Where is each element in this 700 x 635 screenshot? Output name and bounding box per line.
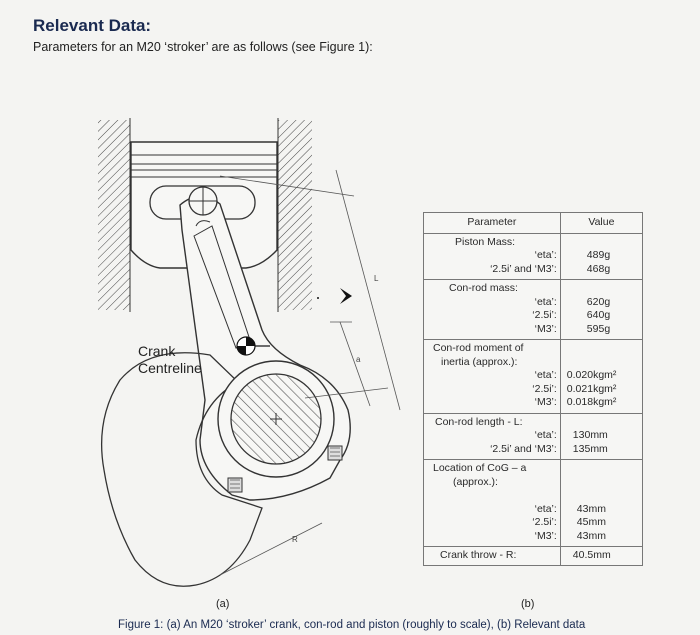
dimension-a: [330, 321, 371, 407]
crank-throw-label: Crank throw - R:: [423, 546, 561, 566]
conrod-moi-title: Con-rod moment of: [433, 342, 524, 354]
table-row-conrod-length: Con-rod length - L: ‘eta’: ‘2.5i’ and ‘M…: [423, 412, 644, 460]
table-row-conrod-mass: Con-rod mass: ‘eta’: ‘2.5i’: ‘M3’: 620g …: [423, 279, 644, 340]
crank-centreline-label: Crank Centreline: [138, 343, 202, 376]
crank-throw-value: 40.5mm: [559, 546, 644, 566]
cylinder-wall-left: [98, 120, 130, 310]
dim-L-label: L: [374, 274, 379, 283]
crank-web: [101, 352, 263, 587]
header-value: Value: [559, 212, 644, 234]
conrod-mass-title: Con-rod mass:: [449, 282, 518, 294]
dim-R-label: R: [292, 535, 298, 544]
figure-caption: Figure 1: (a) An M20 ‘stroker’ crank, co…: [118, 619, 586, 631]
table-row-cog-location: Location of CoG – a (approx.): ‘eta’: ‘2…: [423, 459, 644, 547]
dimension-L: [219, 169, 401, 411]
page-title: Relevant Data:: [33, 16, 152, 35]
cog-title: Location of CoG – a: [433, 462, 527, 474]
table-row-piston-mass: Piston Mass: ‘eta’: ‘2.5i’ and ‘M3’: 489…: [423, 232, 644, 280]
dim-a-label: a: [356, 355, 361, 364]
bolt-right: [327, 445, 343, 461]
piston-mass-title: Piston Mass:: [455, 235, 516, 248]
bolt-left: [227, 477, 243, 493]
figure-label-a: (a): [216, 598, 230, 610]
parameter-table: Parameter Value Piston Mass: ‘eta’: ‘2.5…: [423, 212, 644, 566]
conrod-length-title: Con-rod length - L:: [435, 415, 523, 428]
table-row-crank-throw: Crank throw - R: 40.5mm: [423, 546, 644, 566]
table-header-row: Parameter Value: [423, 212, 644, 234]
header-parameter: Parameter: [423, 212, 561, 234]
intro-text: Parameters for an M20 ‘stroker’ are as f…: [33, 40, 373, 54]
dimension-R: [219, 522, 323, 576]
table-row-conrod-moi: Con-rod moment of inertia (approx.): ‘et…: [423, 339, 644, 414]
cog-marker: [317, 288, 352, 304]
cylinder-wall-right: [278, 120, 312, 310]
figure-label-b: (b): [521, 598, 535, 610]
crank-centre-marker: [236, 336, 270, 356]
